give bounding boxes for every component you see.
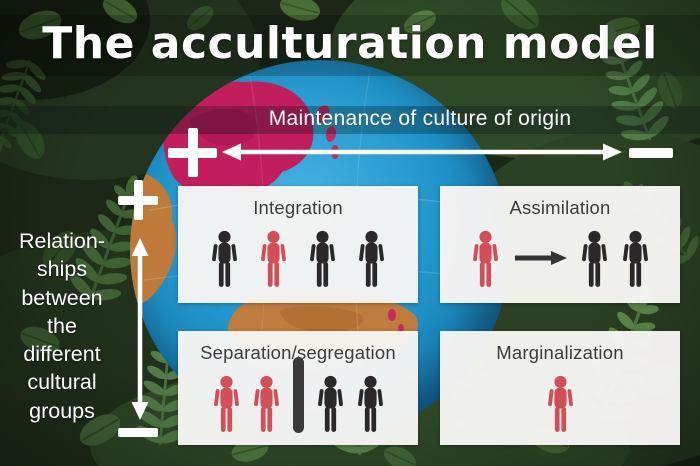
quadrant-marginalization: Marginalization bbox=[440, 331, 680, 445]
person-icon bbox=[357, 375, 383, 432]
minus-icon bbox=[629, 148, 673, 158]
quadrant-integration: Integration bbox=[178, 186, 418, 303]
quadrant-title: Separation/segregation bbox=[200, 342, 396, 363]
vertical-axis-label-line: groups bbox=[29, 398, 95, 423]
person-icon bbox=[310, 230, 335, 287]
person-icon bbox=[547, 375, 573, 432]
vertical-axis-label-line: between bbox=[21, 285, 103, 310]
plus-icon bbox=[168, 128, 217, 177]
divider-bar bbox=[292, 357, 304, 433]
vertical-axis-label: Relation- ships between the different cu… bbox=[4, 227, 120, 425]
quadrant-assimilation: Assimilation bbox=[440, 186, 680, 303]
minus-icon bbox=[118, 428, 158, 437]
person-icon bbox=[213, 375, 239, 432]
person-icon bbox=[261, 230, 286, 287]
vertical-arrow-icon bbox=[131, 238, 149, 420]
plus-icon bbox=[118, 180, 158, 220]
horizontal-arrow-icon bbox=[222, 143, 622, 161]
icon-row bbox=[178, 226, 418, 288]
person-icon bbox=[317, 375, 343, 432]
vertical-axis-label-line: cultural bbox=[27, 370, 97, 395]
quadrant-title: Assimilation bbox=[509, 197, 611, 218]
person-icon bbox=[472, 230, 498, 287]
vertical-axis-label-line: the bbox=[47, 313, 77, 338]
icon-row bbox=[178, 357, 418, 433]
page-title: The acculturation model bbox=[42, 18, 658, 69]
vertical-axis-label-line: Relation- bbox=[18, 229, 106, 253]
horizontal-axis-label: Maintenance of culture of origin bbox=[268, 107, 572, 130]
vertical-axis-label-line: different bbox=[23, 342, 101, 367]
vertical-axis-label-line: ships bbox=[36, 257, 88, 282]
title-band bbox=[0, 15, 700, 76]
horizontal-axis-band bbox=[0, 106, 700, 134]
icon-row bbox=[440, 371, 680, 433]
quadrant-title: Integration bbox=[253, 197, 343, 218]
right-arrow-icon bbox=[514, 251, 567, 265]
person-icon bbox=[581, 230, 607, 287]
icon-row bbox=[440, 226, 680, 288]
quadrant-separation-segregation: Separation/segregation bbox=[178, 331, 418, 445]
quadrant-title: Marginalization bbox=[496, 342, 624, 363]
person-icon bbox=[212, 230, 237, 287]
person-icon bbox=[359, 230, 384, 287]
person-icon bbox=[622, 230, 648, 287]
person-icon bbox=[253, 375, 279, 432]
